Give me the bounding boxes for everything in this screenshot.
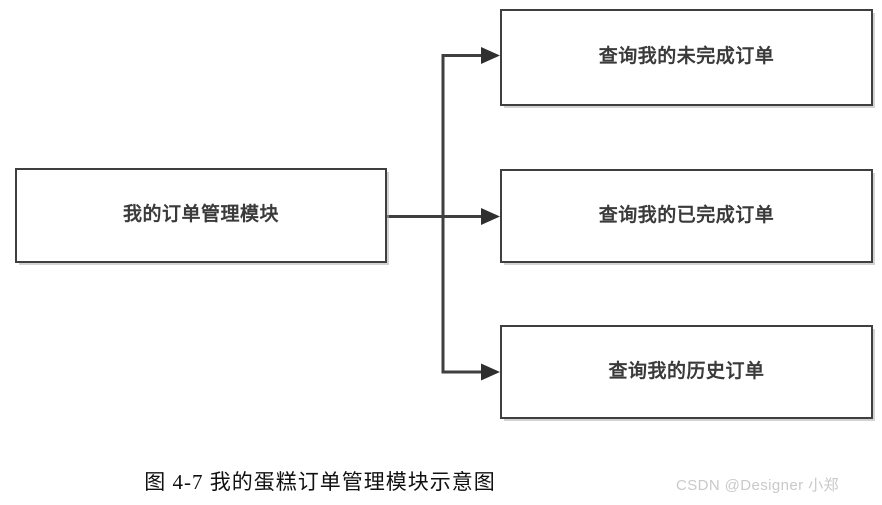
node-label: 我的订单管理模块	[122, 204, 279, 226]
node-query-unfinished-orders[interactable]: 查询我的未完成订单	[500, 9, 873, 106]
node-label: 查询我的未完成订单	[598, 46, 775, 68]
node-my-order-management-module[interactable]: 我的订单管理模块	[15, 168, 387, 263]
arrowhead-branch-0	[481, 47, 500, 64]
arrowhead-branch-1	[481, 208, 500, 225]
node-label: 查询我的已完成订单	[598, 204, 775, 226]
node-query-history-orders[interactable]: 查询我的历史订单	[500, 325, 873, 419]
arrowhead-branch-2	[481, 363, 500, 381]
node-label: 查询我的历史订单	[608, 360, 765, 382]
csdn-watermark: CSDN @Designer 小郑	[676, 477, 839, 494]
node-query-completed-orders[interactable]: 查询我的已完成订单	[500, 169, 873, 263]
figure-caption: 图 4-7 我的蛋糕订单管理模块示意图	[144, 470, 496, 494]
